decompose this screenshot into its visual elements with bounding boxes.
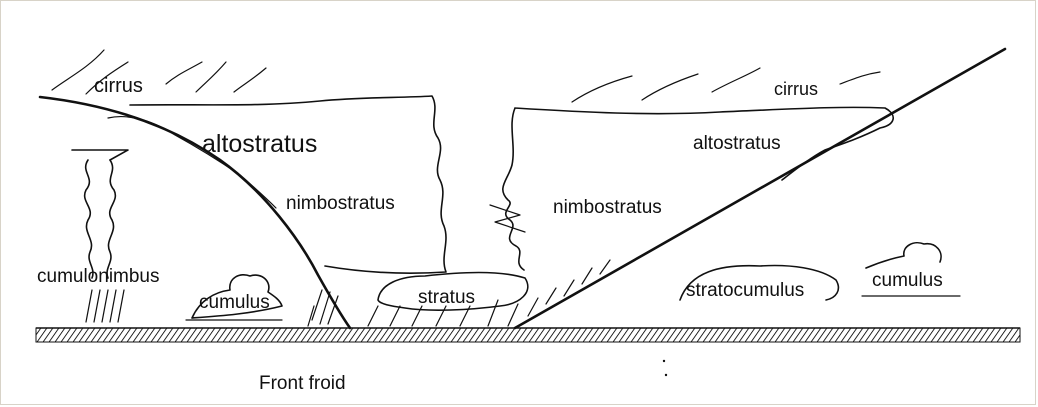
caption-front-froid: Front froid: [259, 373, 346, 394]
cloud-mass-left: [130, 96, 446, 273]
ground: [36, 328, 1020, 342]
cumulonimbus-cloud: [72, 150, 128, 322]
speck: [663, 360, 665, 362]
label-altostratus-right: altostratus: [693, 133, 781, 154]
label-nimbostratus-right: nimbostratus: [553, 197, 662, 218]
cirrus-strokes-left: [52, 50, 266, 94]
label-nimbostratus-left: nimbostratus: [286, 193, 395, 214]
label-altostratus-left: altostratus: [202, 130, 317, 158]
label-stratocumulus: stratocumulus: [686, 280, 804, 301]
label-stratus: stratus: [418, 287, 475, 308]
cirrus-strokes-right: [572, 68, 880, 102]
label-cumulus-right: cumulus: [872, 270, 943, 291]
cloud-mass-right: [503, 107, 893, 270]
cumulus-outline-right: [866, 243, 941, 268]
label-cirrus-left: cirrus: [94, 75, 143, 97]
speck: [665, 374, 667, 376]
label-cumulonimbus: cumulonimbus: [37, 266, 160, 287]
label-cumulus-left: cumulus: [199, 292, 270, 313]
label-cirrus-right: cirrus: [774, 79, 818, 99]
